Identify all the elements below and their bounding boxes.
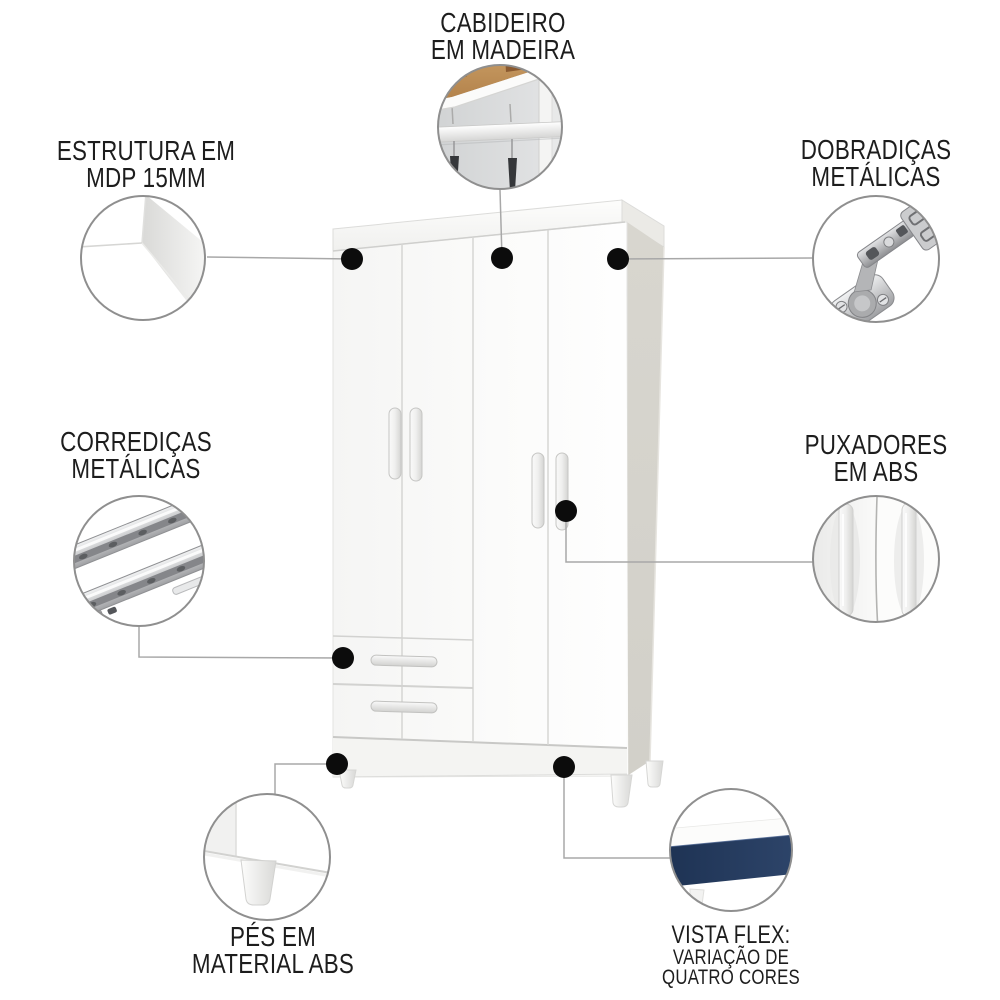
label-dobradicas-line2: METÁLICAS bbox=[811, 161, 941, 192]
callout-circle-cabideiro bbox=[437, 64, 563, 190]
dot-cabideiro bbox=[491, 247, 513, 269]
front-right-highlight bbox=[623, 222, 629, 776]
connector-estrutura bbox=[206, 256, 353, 260]
label-estrutura-line2: MDP 15MM bbox=[86, 162, 206, 193]
callout-circle-corredicas bbox=[73, 495, 205, 627]
foot-back-right bbox=[645, 760, 664, 788]
door-top-gap bbox=[332, 221, 626, 252]
puxadores-closeup-graphic bbox=[813, 496, 939, 622]
door-handle-2 bbox=[409, 407, 423, 482]
wardrobe-side-panel bbox=[627, 222, 664, 776]
connector-lines bbox=[138, 189, 813, 859]
connector-vista bbox=[563, 767, 670, 859]
label-puxadores-line2: EM ABS bbox=[833, 456, 919, 487]
callout-circle-estrutura bbox=[80, 195, 206, 321]
drawer-handle-top bbox=[370, 654, 438, 668]
label-pes: PÉS EM MATERIAL ABS bbox=[191, 921, 355, 979]
label-estrutura: ESTRUTURA EM MDP 15MM bbox=[56, 135, 236, 193]
connector-pes bbox=[274, 763, 337, 794]
callout-circle-vista bbox=[669, 788, 793, 912]
foot-front-left bbox=[338, 769, 357, 789]
dot-vista bbox=[553, 756, 575, 778]
cabideiro-closeup-graphic bbox=[438, 65, 562, 189]
label-dobradicas-line1: DOBRADIÇAS bbox=[800, 134, 952, 165]
dot-dobradicas bbox=[607, 248, 629, 270]
side-back-edge bbox=[649, 246, 665, 762]
label-cabideiro-line2: EM MADEIRA bbox=[430, 34, 576, 65]
label-vista-heading: VISTA FLEX: bbox=[671, 921, 791, 949]
plinth-top-gap bbox=[332, 736, 628, 749]
dot-pes bbox=[326, 753, 348, 775]
door-handle-1 bbox=[388, 407, 402, 480]
connector-cabideiro bbox=[499, 189, 503, 259]
dot-corredicas bbox=[332, 647, 354, 669]
callout-circle-puxadores bbox=[812, 495, 940, 623]
door-handle-3 bbox=[531, 452, 545, 529]
feature-marker-dots bbox=[326, 247, 629, 778]
wardrobe-front-face bbox=[332, 221, 628, 778]
label-corredicas-line1: CORREDIÇAS bbox=[60, 426, 212, 457]
label-estrutura-line1: ESTRUTURA EM bbox=[56, 135, 236, 166]
label-dobradicas: DOBRADIÇAS METÁLICAS bbox=[800, 134, 952, 192]
label-vista-line1: VARIAÇÃO DE bbox=[672, 946, 790, 969]
drawer-top-gap bbox=[332, 635, 474, 641]
label-vista-line2: QUATRO CORES bbox=[662, 966, 800, 989]
label-corredicas-line2: METÁLICAS bbox=[71, 453, 201, 484]
label-puxadores: PUXADORES EM ABS bbox=[804, 429, 948, 487]
label-pes-line2: MATERIAL ABS bbox=[191, 948, 355, 979]
label-cabideiro: CABIDEIRO EM MADEIRA bbox=[430, 7, 576, 65]
drawer-divider-gap bbox=[332, 683, 474, 689]
connector-dobradicas bbox=[617, 257, 813, 260]
foot-front-right bbox=[610, 774, 633, 808]
callout-circle-dobradicas bbox=[812, 195, 940, 323]
callout-circle-pes bbox=[203, 793, 331, 921]
drawer-handle-bottom bbox=[370, 700, 438, 714]
wardrobe-illustration bbox=[332, 199, 665, 808]
plinth-bottom-edge bbox=[332, 773, 628, 778]
dot-estrutura bbox=[341, 248, 363, 270]
label-vista: VISTA FLEX: VARIAÇÃO DE QUATRO CORES bbox=[662, 921, 800, 989]
label-pes-line1: PÉS EM bbox=[229, 921, 317, 952]
dot-puxadores bbox=[555, 500, 577, 522]
connector-corredicas bbox=[138, 627, 344, 659]
label-cabideiro-line1: CABIDEIRO bbox=[440, 7, 566, 38]
label-puxadores-line1: PUXADORES bbox=[804, 429, 948, 460]
connector-puxadores bbox=[565, 511, 813, 563]
label-corredicas: CORREDIÇAS METÁLICAS bbox=[60, 426, 212, 484]
